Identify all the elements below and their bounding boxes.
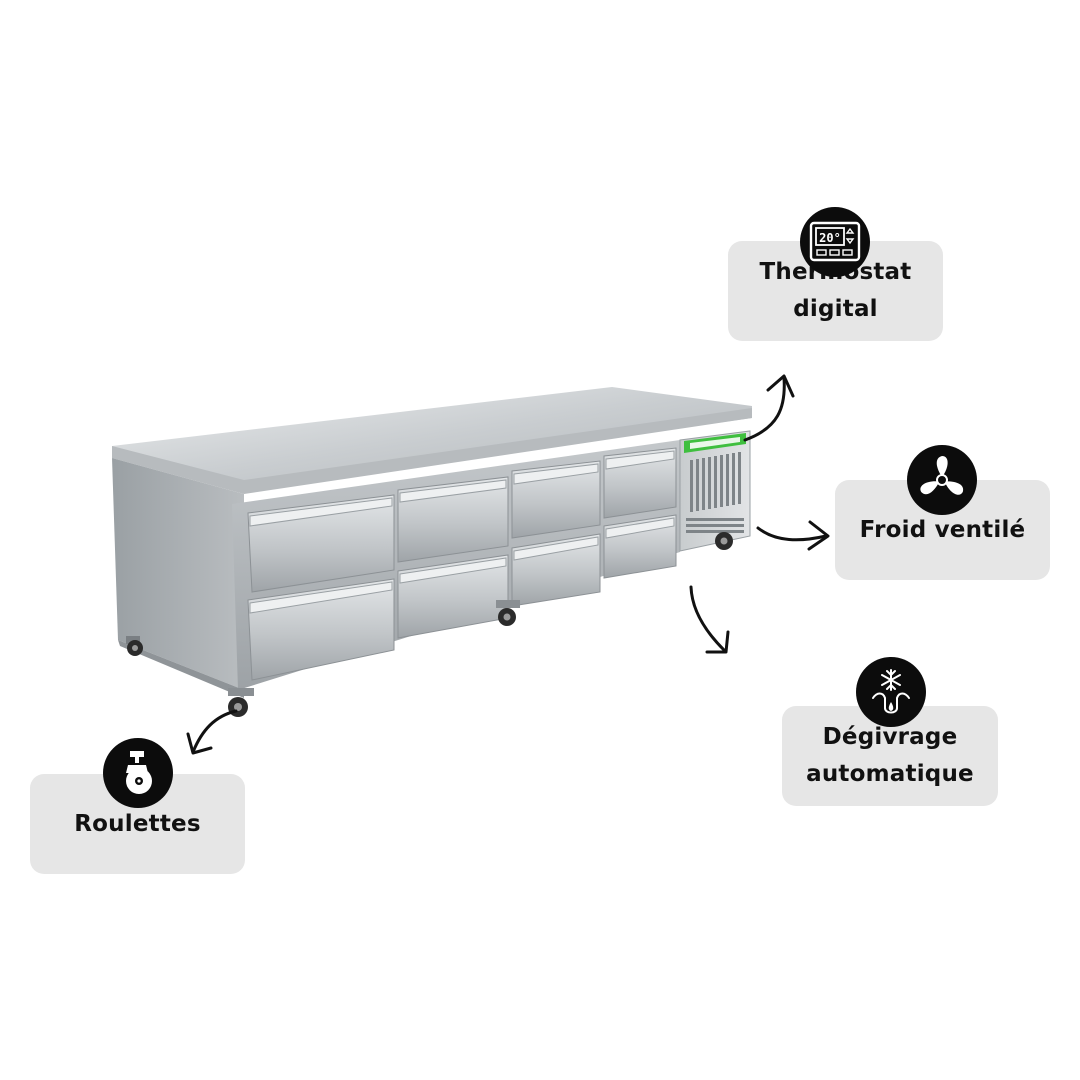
defrost-icon — [856, 657, 926, 727]
feature-label-casters: Roulettes — [74, 810, 201, 837]
digital-thermostat-icon: 20° — [800, 207, 870, 277]
fan-icon — [907, 445, 977, 515]
feature-label-fan: Froid ventilé — [859, 516, 1026, 543]
feature-label-defrost: Dégivrage automatique — [806, 724, 974, 787]
thermostat-display-value: 20° — [819, 231, 841, 245]
caster-wheel-icon — [103, 738, 173, 808]
